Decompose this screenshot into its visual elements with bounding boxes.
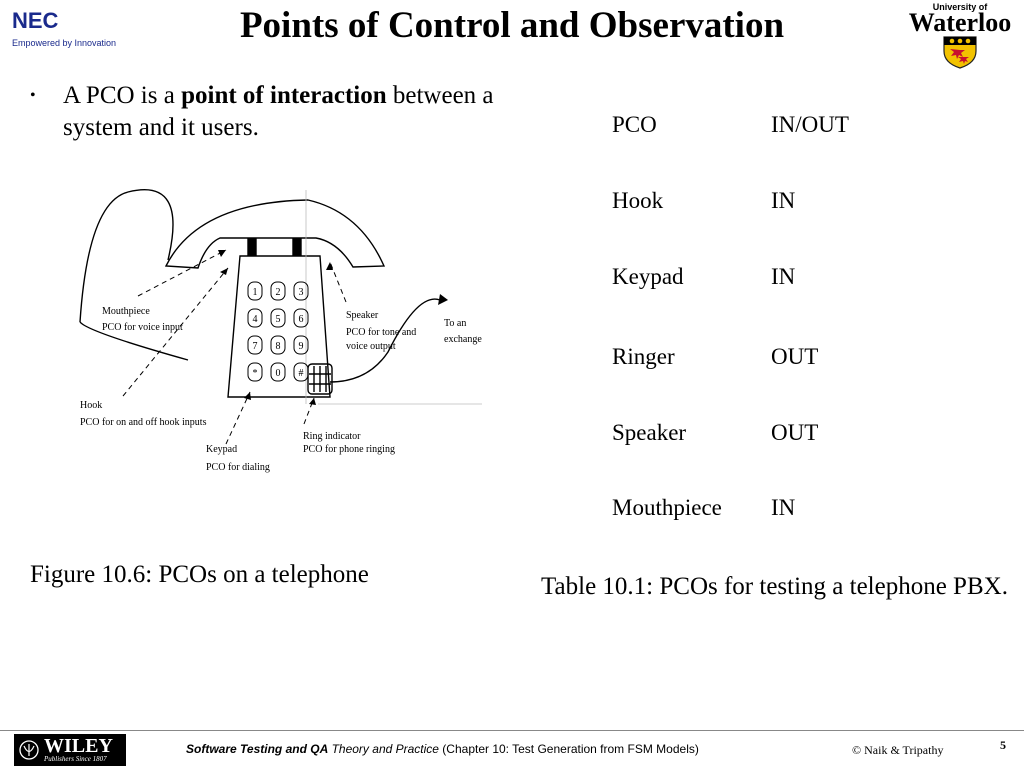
keypad-key: 9 [293, 335, 309, 355]
keypad-key: 7 [247, 335, 263, 355]
nec-tagline: Empowered by Innovation [12, 38, 117, 48]
keypad-key-label: 6 [299, 314, 304, 325]
keypad-key-label: 3 [299, 287, 304, 298]
ring-desc: PCO for phone ringing [303, 444, 395, 455]
nec-logo: NEC Empowered by Innovation [12, 8, 117, 49]
speaker-desc-2: voice output [346, 341, 396, 352]
bullet-dot-icon: • [30, 87, 36, 104]
exchange-line [329, 298, 441, 383]
figure-caption: Figure 10.6: PCOs on a telephone [30, 561, 369, 588]
wiley-emblem-icon [19, 740, 39, 760]
waterloo-logo: University of Waterloo [900, 2, 1020, 69]
keypad-key: 5 [270, 308, 286, 328]
keypad-key: 4 [247, 308, 263, 328]
keypad-key: 6 [293, 308, 309, 328]
table-cell-pco: Mouthpiece [612, 495, 722, 520]
speaker-desc-1: PCO for tone and [346, 327, 416, 338]
mouthpiece-label: Mouthpiece [102, 306, 150, 317]
table-cell-inout: OUT [771, 344, 819, 369]
table-cell-pco: Speaker [612, 420, 687, 445]
hook-right [292, 238, 302, 256]
table-cell-pco: Ringer [612, 344, 675, 369]
ring-leader [303, 397, 315, 425]
table-cell-inout: IN [771, 264, 796, 289]
bullet-text: A PCO is a point of interaction between … [63, 80, 513, 144]
exchange-label-2: exchange [444, 334, 482, 345]
bullet-bold: point of interaction [181, 82, 387, 109]
table-cell-pco: Keypad [612, 264, 684, 289]
keypad-desc: PCO for dialing [206, 462, 270, 473]
keypad-key-label: 0 [276, 368, 281, 379]
wiley-subtitle: Publishers Since 1807 [44, 755, 107, 763]
table-header-inout: IN/OUT [771, 112, 849, 137]
ring-indicator [307, 363, 333, 395]
footer-book-info: Software Testing and QA Theory and Pract… [186, 742, 699, 756]
hook-desc: PCO for on and off hook inputs [80, 417, 207, 428]
speaker-label: Speaker [346, 310, 379, 321]
keypad-key-label: * [253, 368, 258, 379]
footer-copyright: © Naik & Tripathy [852, 743, 944, 757]
keypad-key: 0 [270, 362, 286, 382]
keypad-key-label: 8 [276, 341, 281, 352]
speaker-leader [329, 261, 347, 303]
wiley-name: WILEY [44, 735, 113, 757]
keypad-key: 1 [247, 281, 263, 301]
footer-book-subtitle: Theory and Practice [328, 742, 439, 756]
footer-divider [0, 730, 1024, 731]
table-cell-inout: IN [771, 495, 796, 520]
exchange-label-1: To an [444, 318, 466, 329]
ring-label: Ring indicator [303, 431, 361, 442]
keypad: 1 2 3 4 5 6 7 8 9 * 0 # [247, 281, 309, 382]
hook-left [247, 238, 257, 256]
table-cell-inout: OUT [771, 420, 819, 445]
slide-title: Points of Control and Observation [239, 5, 785, 46]
keypad-key: 8 [270, 335, 286, 355]
keypad-key-label: 7 [253, 341, 258, 352]
wiley-logo: WILEY Publishers Since 1807 [14, 734, 126, 766]
keypad-key-label: 4 [253, 314, 258, 325]
telephone-figure: 1 2 3 4 5 6 7 8 9 * 0 # Mouthpiece PCO for voice in… [79, 189, 482, 473]
mouthpiece-leader [137, 249, 227, 297]
keypad-label: Keypad [206, 444, 237, 455]
waterloo-crest-icon [943, 36, 977, 69]
waterloo-small-text: University of [932, 2, 988, 12]
keypad-leader [225, 391, 251, 445]
keypad-key-label: 2 [276, 287, 281, 298]
keypad-key-label: 9 [299, 341, 304, 352]
keypad-key-label: 1 [253, 287, 258, 298]
footer-book-title: Software Testing and QA [186, 742, 329, 756]
mouthpiece-desc: PCO for voice input [102, 322, 183, 333]
table-caption: Table 10.1: PCOs for testing a telephone… [541, 573, 1008, 600]
table-cell-pco: Hook [612, 188, 664, 213]
hook-leader [122, 267, 229, 397]
keypad-key: * [247, 362, 263, 382]
table-header-pco: PCO [612, 112, 657, 137]
keypad-key: 3 [293, 281, 309, 301]
bullet-suffix: between a system and it users. [63, 82, 494, 141]
phone-body [227, 255, 331, 398]
keypad-key: 2 [270, 281, 286, 301]
nec-brand: NEC [12, 8, 59, 33]
page-number: 5 [1000, 738, 1006, 752]
cord-lower [79, 321, 189, 361]
keypad-key-label: 5 [276, 314, 281, 325]
keypad-key-label: # [299, 368, 304, 379]
hook-label: Hook [80, 400, 102, 411]
footer-chapter: (Chapter 10: Test Generation from FSM Mo… [438, 742, 699, 756]
handset [164, 199, 386, 269]
waterloo-big-text: Waterloo [908, 8, 1012, 37]
keypad-key: # [293, 362, 309, 382]
bullet-prefix: A PCO is a [63, 82, 182, 109]
cord-loop [79, 189, 174, 323]
table-cell-inout: IN [771, 188, 796, 213]
